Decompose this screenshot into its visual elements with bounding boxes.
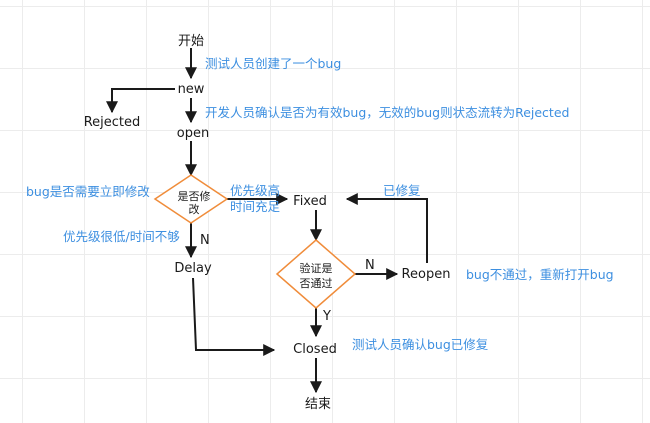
note-tester-verified: 测试人员确认bug已修复 (352, 337, 489, 352)
state-closed: Closed (293, 342, 337, 357)
note-priority-low: 优先级很低/时间不够 (63, 229, 180, 244)
fix-now-decision (153, 174, 229, 224)
fix-now-decision-line1: 是否修 (178, 189, 211, 203)
note-not-passed: bug不通过，重新打开bug (466, 267, 614, 282)
state-open: open (177, 126, 209, 141)
note-priority-high-line2: 时间充足 (230, 199, 281, 214)
state-end: 结束 (305, 397, 331, 412)
state-start: 开始 (178, 34, 204, 49)
note-fixed-again: 已修复 (383, 183, 421, 198)
state-new: new (178, 82, 205, 97)
verify-decision-line1: 验证是 (300, 261, 333, 275)
verify-decision-line2: 否通过 (300, 277, 333, 290)
state-fixed: Fixed (293, 194, 327, 209)
verify-decision (275, 239, 357, 309)
fix-now-decision-line2: 改 (189, 202, 200, 216)
edge-new-rejected (106, 88, 175, 114)
edge-label-n-delay: N (200, 233, 210, 248)
state-reopen: Reopen (402, 267, 451, 282)
note-dev-confirm: 开发人员确认是否为有效bug，无效的bug则状态流转为Rejected (205, 105, 569, 120)
state-delay: Delay (174, 261, 212, 276)
edge-label-n-reopen: N (365, 258, 375, 273)
edge-reopen-fixed (345, 193, 428, 263)
edge-delay-closed (192, 277, 276, 356)
note-priority-high-line1: 优先级高 (230, 183, 280, 198)
edge-label-y-closed: Y (322, 309, 331, 324)
note-need-fix-now: bug是否需要立即修改 (26, 184, 150, 199)
note-tester-create: 测试人员创建了一个bug (205, 56, 341, 71)
state-rejected: Rejected (84, 115, 141, 130)
